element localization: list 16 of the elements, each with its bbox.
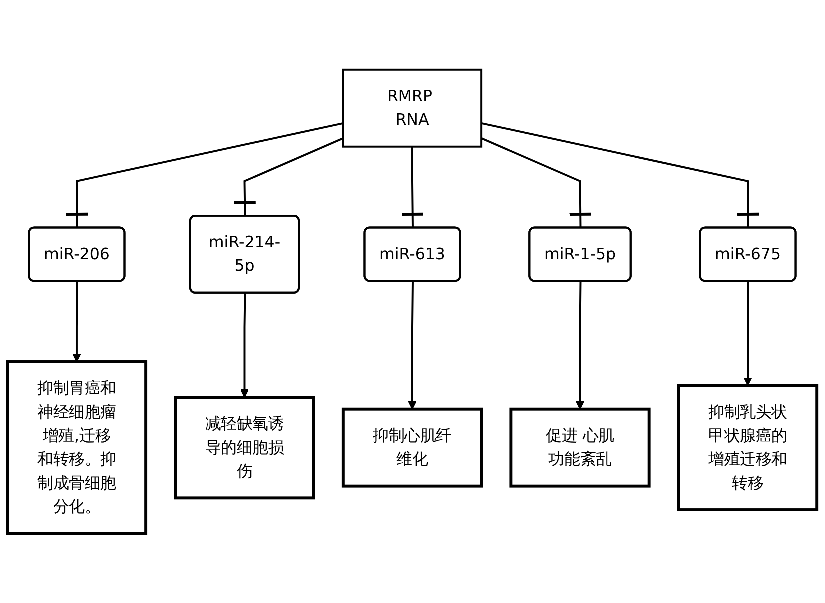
arrow [240, 293, 250, 398]
node-box: 抑制心肌纤维化 [342, 408, 484, 488]
arrow [576, 281, 585, 410]
arrow [408, 281, 417, 410]
node-box: 抑制乳头状甲状腺癌的增殖迁移和转移 [677, 384, 819, 512]
node-box: RMRP RNA [342, 68, 483, 148]
connector [481, 137, 593, 228]
node-box: 促进 心肌功能紊乱 [510, 408, 651, 488]
connector [232, 137, 344, 216]
connector [481, 122, 761, 228]
arrow [72, 281, 82, 362]
connector [65, 122, 344, 228]
node-box: 减轻缺氧诱导的细胞损伤 [174, 396, 316, 500]
connector [400, 146, 426, 228]
node-box: 抑制胃癌和神经细胞瘤增殖,迁移和转移。抑制成骨细胞分化。 [6, 360, 148, 535]
arrow [744, 281, 752, 386]
